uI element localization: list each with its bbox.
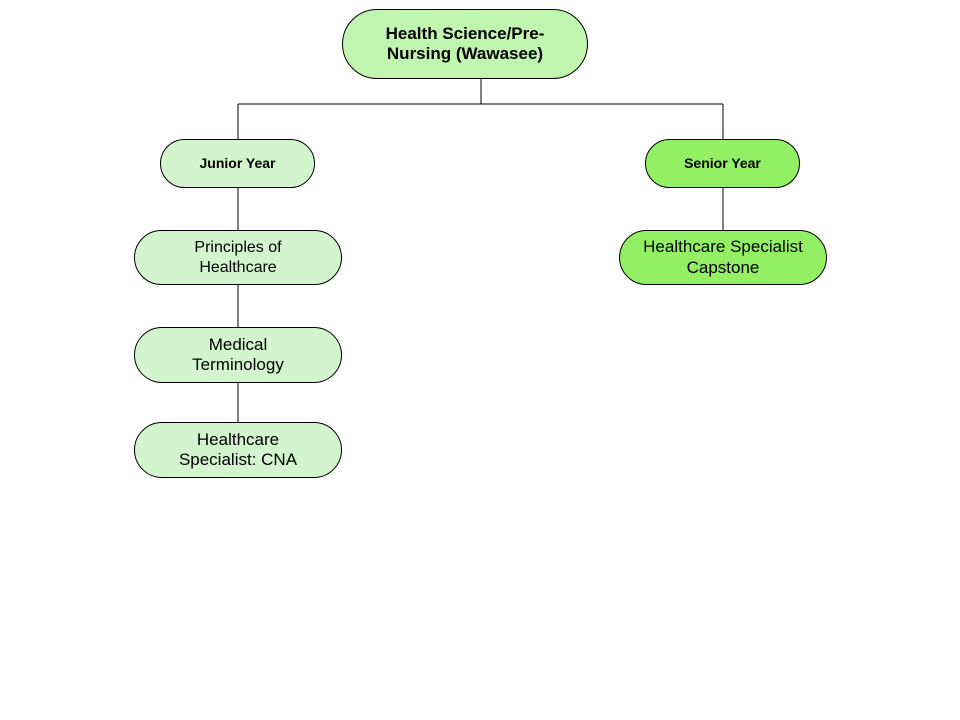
node-label: Healthcare Specialist Capstone	[643, 237, 803, 277]
node-label: Principles of Healthcare	[194, 239, 282, 276]
node-junior-year: Junior Year	[160, 139, 315, 188]
node-medical-terminology: Medical Terminology	[134, 327, 342, 383]
node-healthcare-specialist-cna: Healthcare Specialist: CNA	[134, 422, 342, 478]
node-senior-year: Senior Year	[645, 139, 800, 188]
node-health-science-pre-nursing: Health Science/Pre-Nursing (Wawasee)	[342, 9, 588, 79]
node-healthcare-specialist-capstone: Healthcare Specialist Capstone	[619, 230, 827, 285]
node-principles-of-healthcare: Principles of Healthcare	[134, 230, 342, 285]
node-label: Junior Year	[199, 155, 276, 172]
node-label: Healthcare Specialist: CNA	[178, 429, 298, 469]
node-label: Medical Terminology	[192, 334, 284, 374]
node-label: Senior Year	[684, 155, 761, 172]
node-label: Health Science/Pre-Nursing (Wawasee)	[385, 23, 545, 63]
